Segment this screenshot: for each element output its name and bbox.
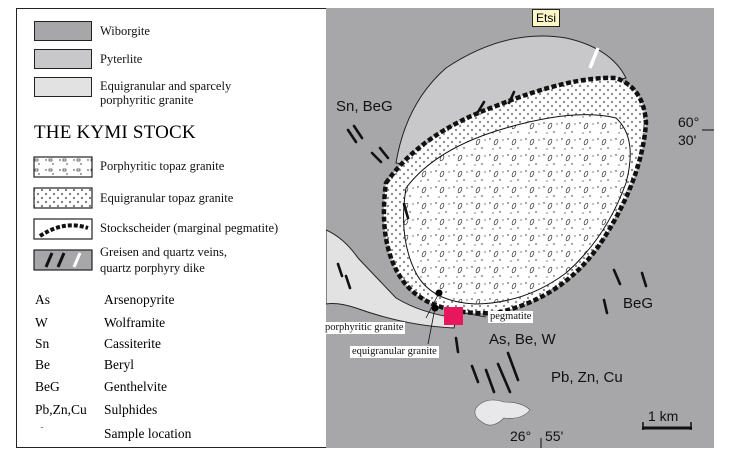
greisen-swatch xyxy=(33,249,93,271)
greisen-label-line2: quartz porphyry dike xyxy=(100,261,205,275)
quartz-porphyry-dike xyxy=(588,47,600,69)
equigranular-swatch xyxy=(34,77,92,97)
equigranular-label-line2: porphyritic granite xyxy=(100,93,194,107)
sn-beg-label: Sn, BeG xyxy=(336,98,393,115)
mineral-abbr-as: As xyxy=(35,292,51,307)
equigranular-label-line1: Equigranular and sparcely xyxy=(100,79,232,93)
pegmatite-marker xyxy=(444,307,463,325)
pegmatite-annotation: pegmatite xyxy=(488,311,534,323)
wiborgite-swatch xyxy=(34,21,92,41)
mineral-name-cassiterite: Cassiterite xyxy=(104,336,161,351)
mineral-abbr-be: Be xyxy=(35,357,50,372)
lake xyxy=(474,399,531,426)
geologic-map xyxy=(326,8,714,448)
mineral-abbr-sn: Sn xyxy=(35,336,50,351)
equigranular-granite-annotation: equigranular granite xyxy=(350,346,439,358)
mineral-name-arsenopyrite: Arsenopyrite xyxy=(104,292,175,307)
porphyritic-topaz-swatch xyxy=(33,156,93,178)
longitude-minutes: 55' xyxy=(545,428,564,444)
latitude-degrees: 60° xyxy=(678,114,700,130)
legend-panel: Wiborgite Pyterlite Equigranular and spa… xyxy=(16,8,326,448)
stockscheider-label: Stockscheider (marginal pegmatite) xyxy=(100,221,279,235)
mineral-name-beryl: Beryl xyxy=(104,357,134,372)
mineral-name-sulphides: Sulphides xyxy=(104,402,158,417)
wiborgite-label: Wiborgite xyxy=(100,24,150,38)
beg-label: BeG xyxy=(623,295,654,312)
pyterlite-label: Pyterlite xyxy=(100,52,143,66)
porphyritic-topaz-granite-area xyxy=(403,114,631,305)
greisen-veins xyxy=(336,90,648,394)
as-be-w-label: As, Be, W xyxy=(489,331,556,348)
mineral-abbr-beg: BeG xyxy=(35,379,60,394)
greisen-label-line1: Greisen and quartz veins, xyxy=(100,245,228,259)
pb-zn-cu-label: Pb, Zn, Cu xyxy=(551,369,623,386)
mineral-name-wolframite: Wolframite xyxy=(104,315,166,330)
sample-location-label: Sample location xyxy=(104,426,192,441)
porphyritic-granite-annotation: porphyritic granite xyxy=(323,322,406,334)
kymi-stock-title: THE KYMI STOCK xyxy=(34,122,196,143)
latitude-minutes: 30' xyxy=(678,132,697,148)
mineral-abbr-sulphides: Pb,Zn,Cu xyxy=(35,402,87,417)
etsi-label: Etsi xyxy=(532,9,561,27)
sample-location-dot xyxy=(40,427,44,428)
legend-swatch-graphics xyxy=(33,156,93,428)
porphyritic-topaz-label: Porphyritic topaz granite xyxy=(100,159,225,173)
equigranular-granite-area xyxy=(326,229,457,329)
map-panel: Sn, BeG BeG As, Be, W Pb, Zn, Cu 60° 30'… xyxy=(323,8,714,448)
longitude-degrees: 26° xyxy=(510,428,532,444)
equigranular-topaz-swatch xyxy=(33,187,93,209)
stockscheider-boundary xyxy=(381,75,649,316)
mineral-abbr-w: W xyxy=(35,315,48,330)
pyterlite-swatch xyxy=(34,49,92,69)
equigranular-topaz-label: Equigranular topaz granite xyxy=(100,191,234,205)
scale-label: 1 km xyxy=(648,408,679,424)
stockscheider-swatch xyxy=(33,218,93,240)
mineral-name-genthelvite: Genthelvite xyxy=(104,379,167,394)
